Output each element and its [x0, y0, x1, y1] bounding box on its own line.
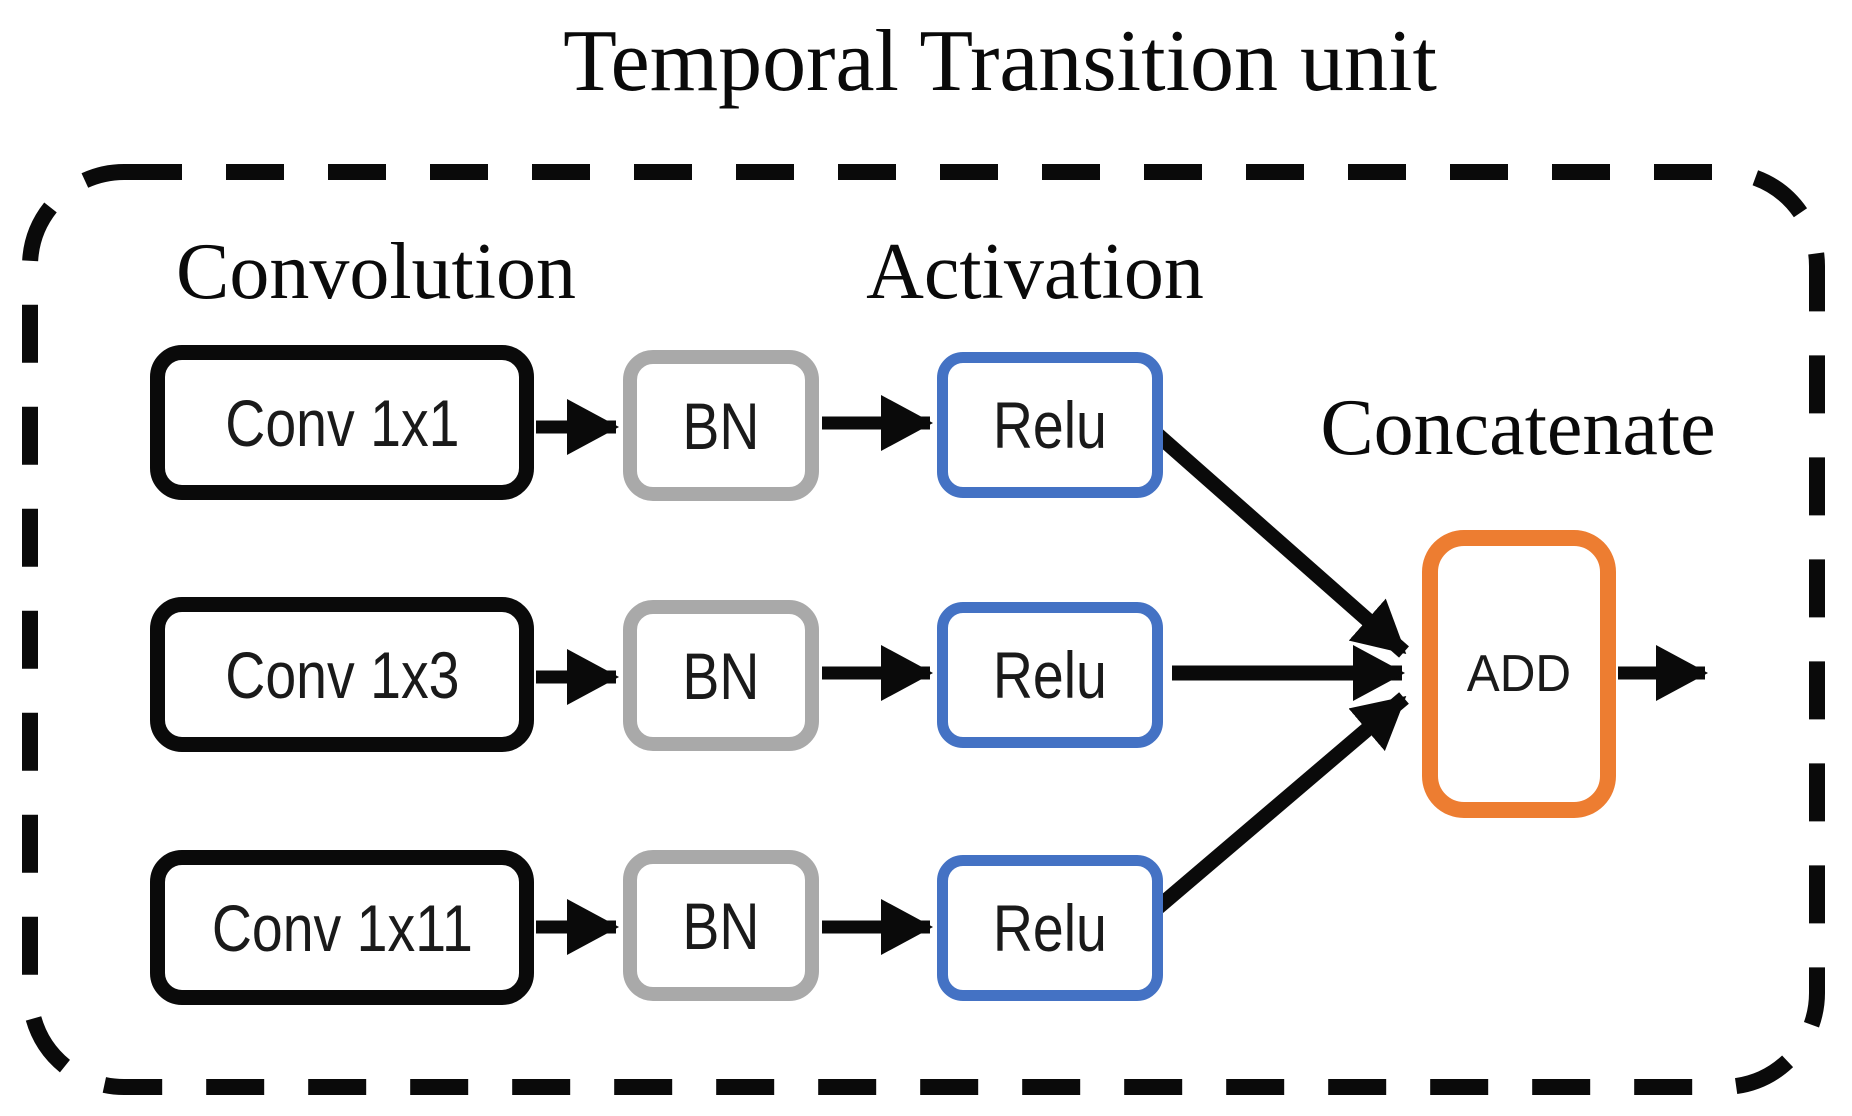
relu-block-row2: Relu — [937, 602, 1163, 748]
bn-label-row2: BN — [682, 638, 760, 713]
bn-label-row1: BN — [682, 388, 760, 463]
bn-block-row2: BN — [623, 600, 819, 751]
conv-1x11-block: Conv 1x11 — [150, 850, 534, 1005]
conv-1x11-label: Conv 1x11 — [211, 890, 473, 965]
relu-block-row3: Relu — [937, 855, 1163, 1001]
conv-1x1-label: Conv 1x1 — [224, 385, 460, 460]
relu-label-row2: Relu — [992, 638, 1108, 712]
conv-1x3-label: Conv 1x3 — [224, 637, 460, 712]
relu-block-row1: Relu — [937, 352, 1163, 498]
column-label-activation: Activation — [866, 228, 1204, 316]
diagram-title: Temporal Transition unit — [563, 13, 1437, 110]
relu-label-row1: Relu — [992, 388, 1108, 462]
add-label: ADD — [1466, 645, 1572, 703]
relu-label-row3: Relu — [992, 891, 1108, 965]
column-label-concatenate: Concatenate — [1320, 384, 1716, 472]
bn-block-row1: BN — [623, 350, 819, 501]
bn-block-row3: BN — [623, 850, 819, 1001]
add-block: ADD — [1422, 530, 1616, 818]
column-label-convolution: Convolution — [175, 228, 577, 316]
bn-label-row3: BN — [682, 888, 760, 963]
conv-1x3-block: Conv 1x3 — [150, 597, 534, 752]
arrow-relu3-to-add — [1150, 692, 1409, 916]
conv-1x1-block: Conv 1x1 — [150, 345, 534, 500]
